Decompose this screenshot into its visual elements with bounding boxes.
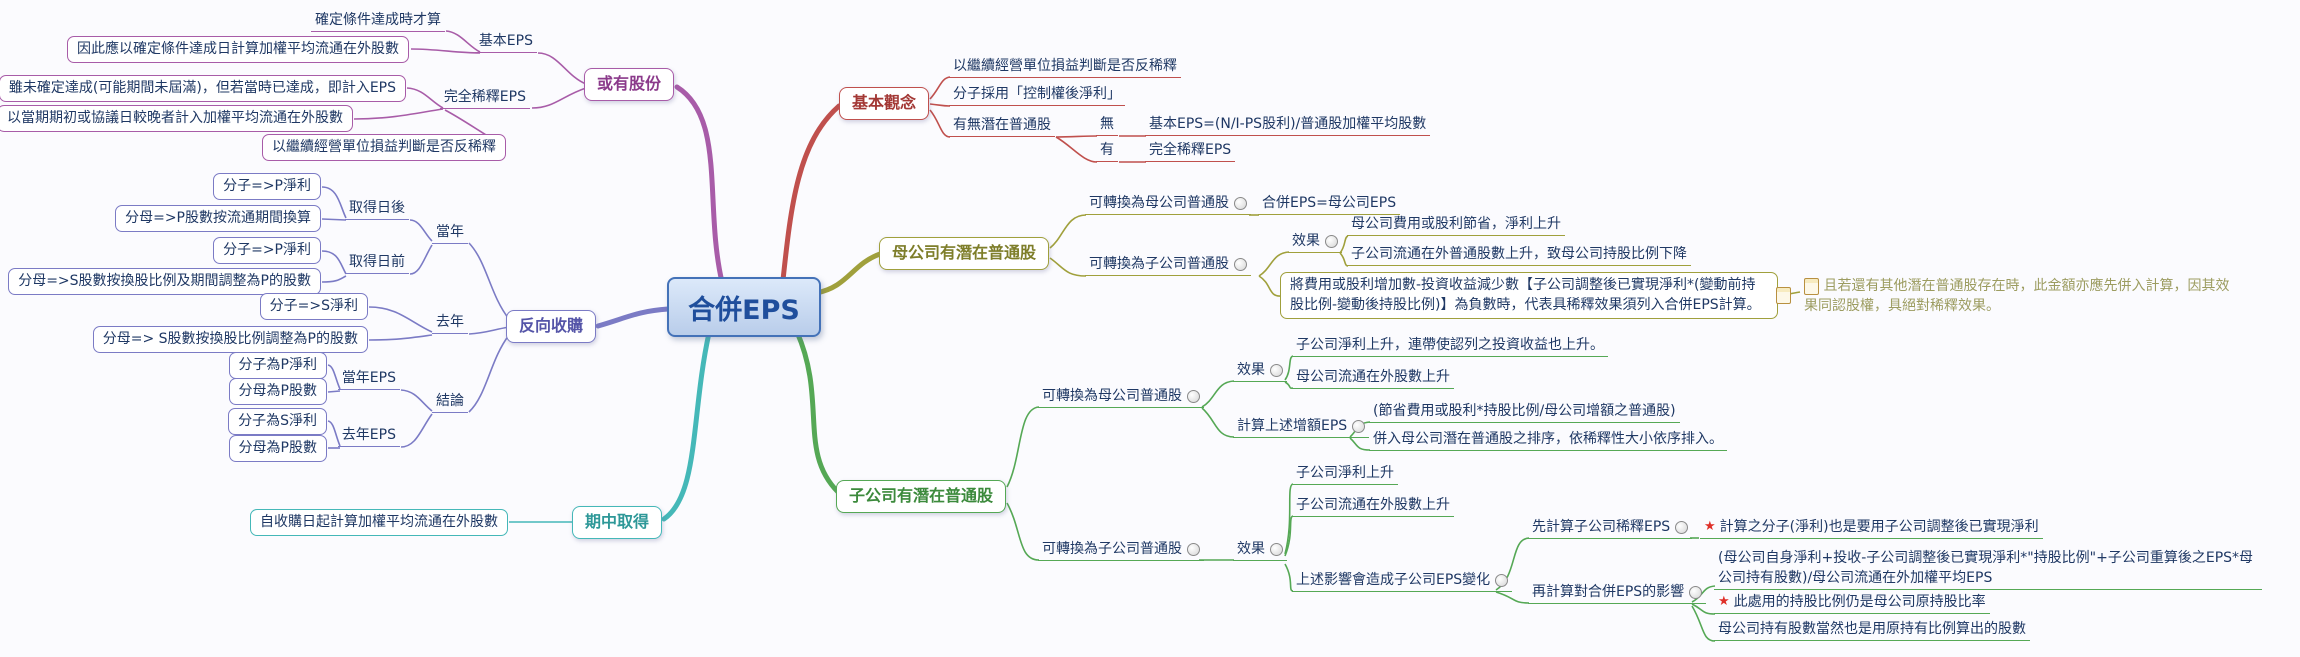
- node-reverse-this-year[interactable]: 當年: [432, 222, 468, 244]
- node-basic-numerator-rule[interactable]: 分子採用「控制權後淨利」: [949, 84, 1125, 106]
- node-interim-note[interactable]: 自收購日起計算加權平均流通在外股數: [250, 509, 508, 536]
- collapse-icon[interactable]: [1325, 234, 1338, 248]
- node-parent-note: 且若還有其他潛在普通股存在時，此金額亦應先併入計算，因其效果同認股權，具絕對稀釋…: [1804, 276, 2240, 316]
- node-contingent-basic-eps-condition[interactable]: 確定條件達成時才算: [311, 10, 445, 32]
- node-label: 效果: [1292, 233, 1320, 249]
- node-reverse-concl-cy[interactable]: 當年EPS: [337, 368, 400, 390]
- node-parent-dilution-formula[interactable]: 將費用或股利增加數-投資收益減少數【子公司調整後已實現淨利*(變動前持股比例-變…: [1280, 272, 1778, 319]
- node-sub-calc-incremental-eps[interactable]: 計算上述增額EPS: [1233, 416, 1370, 438]
- collapse-icon[interactable]: [1187, 389, 1200, 403]
- node-label: 先計算子公司稀釋EPS: [1532, 519, 1671, 535]
- node-reverse-concl-cy-numerator[interactable]: 分子為P淨利: [228, 352, 327, 379]
- node-reverse-after-denominator[interactable]: 分母=>P股數按流通期間換算: [115, 205, 321, 232]
- node-sub-sub-effect[interactable]: 效果: [1233, 539, 1287, 561]
- collapse-icon[interactable]: [1234, 196, 1247, 210]
- node-sub-parent-effect-item-2[interactable]: 母公司流通在外股數上升: [1292, 367, 1454, 389]
- star-marker-icon: ★: [1704, 519, 1716, 534]
- central-topic[interactable]: 合併EPS: [667, 277, 821, 337]
- collapse-icon[interactable]: [1495, 573, 1509, 587]
- collapse-icon[interactable]: [1187, 542, 1200, 556]
- topic-basic-concept[interactable]: 基本觀念: [839, 87, 930, 120]
- node-sub-conv-to-sub[interactable]: 可轉換為子公司普通股: [1038, 539, 1204, 561]
- node-reverse-after-numerator[interactable]: 分子=>P淨利: [213, 173, 321, 200]
- node-reverse-last-denominator[interactable]: 分母=> S股數按換股比例調整為P的股數: [92, 326, 368, 353]
- node-reverse-concl-ly-numerator[interactable]: 分子為S淨利: [228, 408, 327, 435]
- node-label: 可轉換為母公司普通股: [1042, 388, 1182, 404]
- node-basic-antidilution-test[interactable]: 以繼續經營單位損益判斷是否反稀釋: [949, 56, 1181, 78]
- note-icon[interactable]: [1804, 277, 1819, 295]
- node-contingent-basic-eps[interactable]: 基本EPS: [474, 31, 537, 53]
- node-reverse-last-numerator[interactable]: 分子=>S淨利: [259, 293, 368, 320]
- node-label: 可轉換為母公司普通股: [1089, 195, 1229, 211]
- collapse-icon[interactable]: [1675, 520, 1689, 534]
- node-sub-step1-note[interactable]: ★計算之分子(淨利)也是要用子公司調整後已實現淨利: [1700, 517, 2043, 539]
- node-parent-effect[interactable]: 效果: [1288, 231, 1342, 253]
- node-sub-parent-effect-item-1[interactable]: 子公司淨利上升，連帶使認列之投資收益也上升。: [1292, 335, 1608, 357]
- collapse-icon[interactable]: [1352, 419, 1366, 433]
- node-sub-calc-item-2[interactable]: 併入母公司潛在普通股之排序，依稀釋性大小依序排入。: [1369, 429, 1727, 451]
- node-label: 計算之分子(淨利)也是要用子公司調整後已實現淨利: [1719, 519, 2039, 535]
- node-sub-sub-effect-item-3[interactable]: 上述影響會造成子公司EPS變化: [1292, 570, 1513, 592]
- node-label: 上述影響會造成子公司EPS變化: [1296, 572, 1491, 588]
- topic-parent-potential-cs[interactable]: 母公司有潛在普通股: [879, 237, 1050, 270]
- node-label: 此處用的持股比例仍是母公司原持股比率: [1733, 594, 1986, 610]
- node-sub-step2-note-2[interactable]: 母公司持有股數當然也是用原持有比例算出的股數: [1714, 619, 2030, 641]
- node-reverse-before-denominator[interactable]: 分母=>S股數按換股比例及期間調整為P的股數: [8, 268, 321, 295]
- node-sub-sub-effect-item-2[interactable]: 子公司流通在外股數上升: [1292, 495, 1454, 517]
- node-sub-step2-formula[interactable]: (母公司自身淨利+投收-子公司調整後已實現淨利*"持股比例"+子公司重算後之EP…: [1714, 548, 2262, 590]
- node-reverse-after-date[interactable]: 取得日後: [345, 198, 409, 220]
- node-reverse-conclusion[interactable]: 結論: [432, 391, 468, 413]
- node-parent-conv-to-sub[interactable]: 可轉換為子公司普通股: [1085, 254, 1251, 276]
- node-sub-parent-effect[interactable]: 效果: [1233, 360, 1287, 382]
- node-parent-effect-item-2[interactable]: 子公司流通在外普通股數上升，致母公司持股比例下降: [1347, 244, 1691, 266]
- node-parent-effect-item-1[interactable]: 母公司費用或股利節省，淨利上升: [1347, 214, 1565, 236]
- node-sub-step2-note-1[interactable]: ★此處用的持股比例仍是母公司原持股比率: [1714, 592, 1990, 614]
- topic-interim-acquisition[interactable]: 期中取得: [571, 506, 662, 539]
- node-sub-calc-item-1[interactable]: (節省費用或股利*持股比例/母公司增額之普通股): [1369, 401, 1680, 423]
- node-label: 效果: [1237, 541, 1265, 557]
- node-reverse-concl-ly[interactable]: 去年EPS: [337, 425, 400, 447]
- collapse-icon[interactable]: [1270, 363, 1283, 377]
- node-basic-yes-label[interactable]: 有: [1096, 140, 1118, 162]
- node-reverse-concl-ly-denominator[interactable]: 分母為P股數: [228, 435, 327, 462]
- node-sub-conv-to-parent[interactable]: 可轉換為母公司普通股: [1038, 386, 1204, 408]
- node-reverse-before-date[interactable]: 取得日前: [345, 252, 409, 274]
- node-basic-has-potential-cs[interactable]: 有無潛在普通股: [949, 115, 1055, 137]
- node-contingent-basic-eps-note[interactable]: 因此應以確定條件達成日計算加權平均流通在外股數: [67, 36, 409, 63]
- node-contingent-diluted-eps[interactable]: 完全稀釋EPS: [439, 87, 530, 109]
- topic-reverse-acquisition[interactable]: 反向收購: [505, 310, 596, 343]
- node-parent-conv-to-parent[interactable]: 可轉換為母公司普通股: [1085, 193, 1251, 215]
- node-label: 可轉換為子公司普通股: [1042, 541, 1182, 557]
- node-basic-yes-value[interactable]: 完全稀釋EPS: [1145, 140, 1236, 162]
- node-parent-conv-to-parent-value[interactable]: 合併EPS=母公司EPS: [1258, 193, 1401, 215]
- node-contingent-diluted-note-2[interactable]: 以當期期初或協議日較晚者計入加權平均流通在外股數: [0, 105, 353, 132]
- node-label: 計算上述增額EPS: [1237, 418, 1348, 434]
- node-sub-step1[interactable]: 先計算子公司稀釋EPS: [1528, 517, 1693, 539]
- node-label: 再計算對合併EPS的影響: [1532, 584, 1685, 600]
- topic-contingent-shares[interactable]: 或有股份: [583, 68, 674, 101]
- collapse-icon[interactable]: [1689, 585, 1703, 599]
- node-reverse-last-year[interactable]: 去年: [432, 312, 468, 334]
- main-branch-connectors: [595, 84, 883, 522]
- node-reverse-concl-cy-denominator[interactable]: 分母為P股數: [228, 378, 327, 405]
- collapse-icon[interactable]: [1270, 542, 1283, 556]
- topic-subsidiary-potential-cs[interactable]: 子公司有潛在普通股: [836, 480, 1007, 513]
- node-contingent-diluted-note-3[interactable]: 以繼續經營單位損益判斷是否反稀釋: [262, 134, 506, 161]
- collapse-icon[interactable]: [1234, 257, 1247, 271]
- node-basic-no-label[interactable]: 無: [1096, 114, 1118, 136]
- node-sub-step2[interactable]: 再計算對合併EPS的影響: [1528, 582, 1707, 604]
- node-contingent-diluted-note-1[interactable]: 雖未確定達成(可能期間未屆滿)，但若當時已達成，即計入EPS: [0, 75, 406, 102]
- node-reverse-before-numerator[interactable]: 分子=>P淨利: [213, 237, 321, 264]
- node-label: 效果: [1237, 362, 1265, 378]
- sub-branch-connectors: [321, 30, 1801, 642]
- star-marker-icon: ★: [1718, 594, 1730, 609]
- node-sub-sub-effect-item-1[interactable]: 子公司淨利上升: [1292, 463, 1398, 485]
- node-label: 且若還有其他潛在普通股存在時，此金額亦應先併入計算，因其效果同認股權，具絕對稀釋…: [1804, 278, 2230, 314]
- node-basic-no-formula[interactable]: 基本EPS=(N/I-PS股利)/普通股加權平均股數: [1145, 114, 1431, 136]
- note-icon[interactable]: [1776, 287, 1791, 304]
- node-label: 可轉換為子公司普通股: [1089, 256, 1229, 272]
